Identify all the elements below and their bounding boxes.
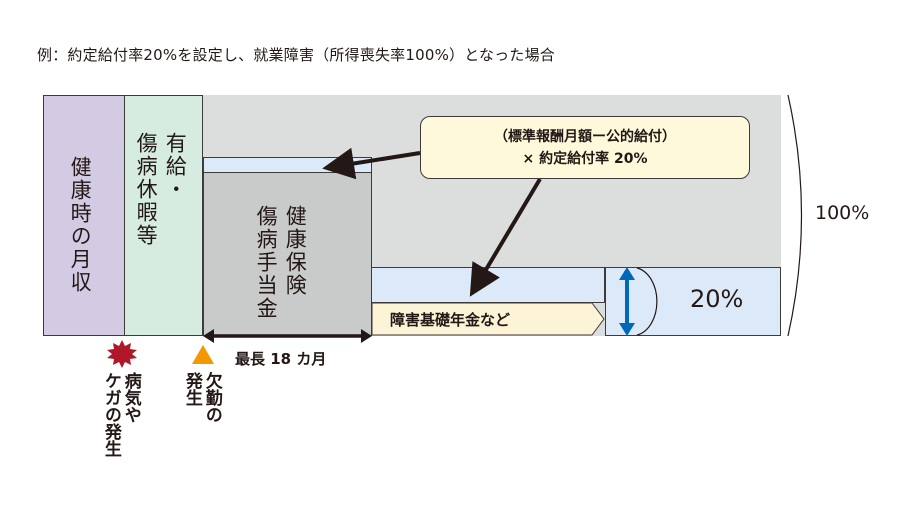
illness-label-1: 病気や	[120, 372, 141, 423]
pension-arrow-shape	[371, 302, 605, 336]
full-bracket	[787, 94, 803, 337]
benefit-formula-callout: （標準報酬月額ー公的給付） × 約定給付率 20%	[420, 116, 750, 179]
paid-leave-column: 有給・ 傷病休暇等	[124, 95, 203, 336]
callout-arrow-left	[322, 147, 421, 180]
absence-label-2: 発生	[181, 372, 202, 406]
period-arrow-head-left	[203, 329, 214, 343]
rate-arrow-head-top	[619, 267, 635, 280]
paid-leave-label-1: 有給・	[163, 132, 188, 201]
callout-line-2: × 約定給付率 20%	[522, 150, 648, 167]
illness-marker	[107, 340, 137, 368]
illness-event: 病気や ケガの発生	[100, 372, 141, 457]
full-income-label: 100%	[815, 202, 870, 224]
sickness-label-2: 傷病手当金	[254, 205, 279, 320]
sickness-allowance-block: 健康保険 傷病手当金	[203, 172, 372, 336]
callout-line-1: （標準報酬月額ー公的給付）	[494, 129, 676, 145]
rate-arrow-head-bottom	[619, 323, 635, 336]
absence-label-1: 欠勤の	[201, 372, 222, 423]
rate-bracket	[636, 267, 658, 336]
caption: 例：約定給付率20%を設定し、就業障害（所得喪失率100%）となった場合	[37, 46, 555, 64]
rate-label: 20%	[690, 285, 744, 313]
healthy-income-column: 健康時の月収	[43, 95, 125, 336]
absence-event: 欠勤の 発生	[181, 372, 222, 423]
healthy-income-label: 健康時の月収	[68, 156, 93, 294]
illness-label-2: ケガの発生	[100, 372, 121, 457]
sickness-label-1: 健康保険	[283, 205, 308, 297]
pension-label: 障害基礎年金など	[390, 311, 511, 329]
paid-leave-label-2: 傷病休暇等	[134, 132, 159, 247]
max-period-label: 最長 18 カ月	[235, 350, 327, 368]
period-arrow-head-right	[361, 329, 372, 343]
benefit-rate-box	[605, 267, 781, 336]
absence-marker	[192, 345, 214, 364]
callout-arrow-down	[469, 177, 542, 297]
